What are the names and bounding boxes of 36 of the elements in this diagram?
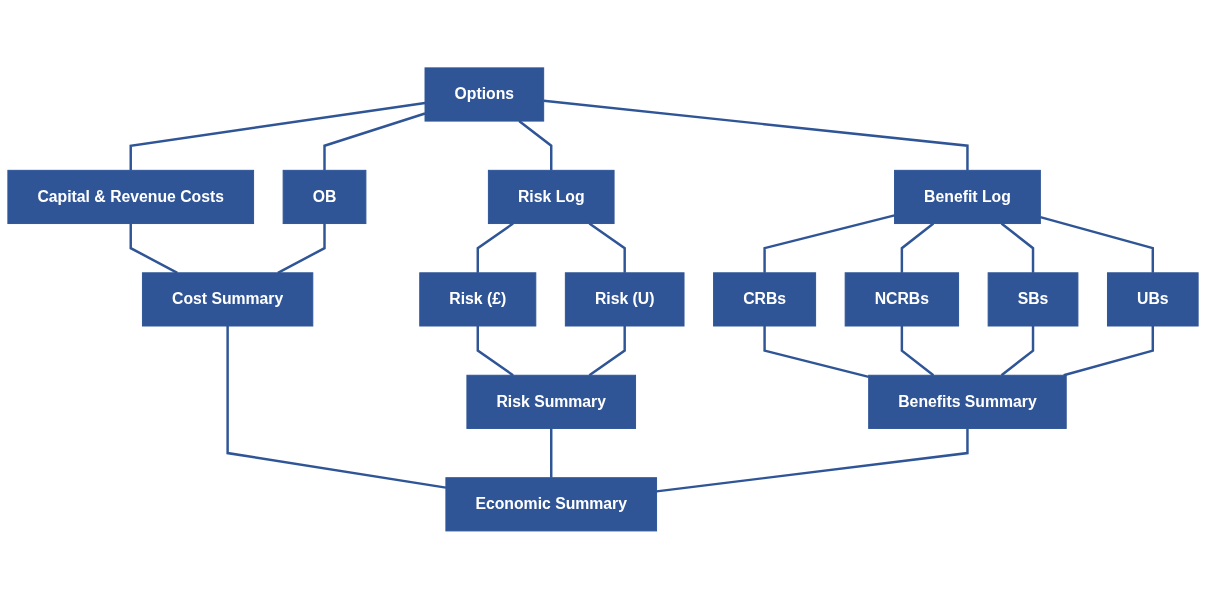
node-box: UBs bbox=[1106, 271, 1199, 327]
connector bbox=[1000, 325, 1035, 376]
node-box: CRBs bbox=[713, 271, 817, 327]
connector bbox=[323, 111, 426, 170]
connector bbox=[656, 428, 969, 493]
connector bbox=[129, 223, 178, 274]
node-box: Economic Summary bbox=[445, 476, 658, 531]
node-box: Risk (£) bbox=[419, 271, 537, 327]
node-box: Benefit Log bbox=[894, 169, 1041, 224]
connector bbox=[476, 325, 514, 376]
connector bbox=[1000, 222, 1035, 273]
connector bbox=[588, 222, 626, 273]
connector bbox=[763, 213, 895, 273]
connector bbox=[550, 428, 553, 478]
connector bbox=[543, 99, 969, 170]
node-box: Cost Summary bbox=[141, 271, 314, 327]
node-box: Options bbox=[424, 67, 545, 122]
connector bbox=[1063, 325, 1154, 377]
connector bbox=[900, 222, 935, 273]
node-box: Benefits Summary bbox=[868, 374, 1067, 429]
connector bbox=[900, 325, 935, 376]
connector bbox=[476, 222, 514, 273]
connector bbox=[1040, 215, 1154, 273]
connector bbox=[129, 101, 426, 170]
connector bbox=[226, 325, 447, 489]
connector bbox=[277, 223, 326, 274]
connector bbox=[518, 119, 553, 170]
node-box: SBs bbox=[987, 271, 1079, 327]
connector bbox=[763, 325, 869, 378]
node-box: Capital & Revenue Costs bbox=[7, 169, 255, 224]
connector bbox=[588, 325, 626, 376]
node-box: Risk Log bbox=[487, 169, 615, 224]
node-box: Risk (U) bbox=[564, 271, 685, 327]
node-box: OB bbox=[282, 169, 367, 224]
node-box: NCRBs bbox=[844, 271, 960, 327]
node-box: Risk Summary bbox=[466, 374, 637, 429]
